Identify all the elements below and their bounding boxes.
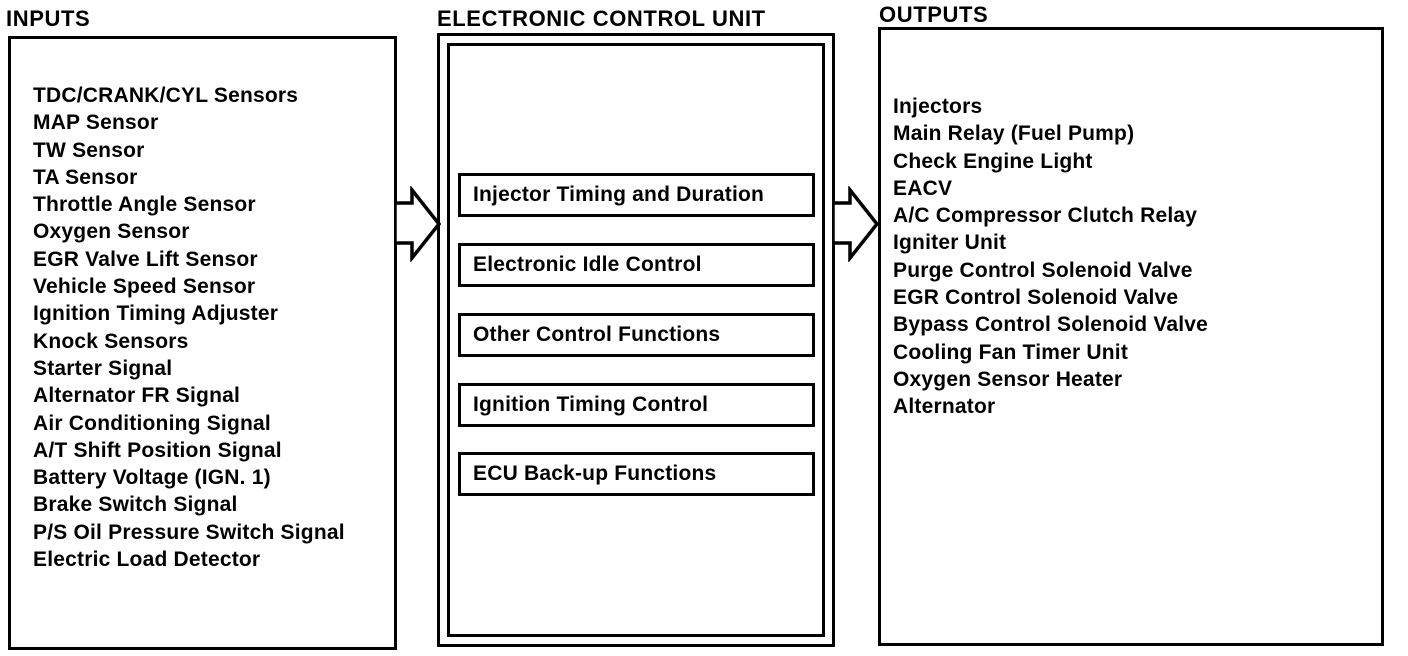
input-item: A/T Shift Position Signal — [33, 438, 282, 462]
output-item: Check Engine Light — [893, 149, 1093, 173]
output-item: EGR Control Solenoid Valve — [893, 286, 1179, 310]
output-item: Main Relay (Fuel Pump) — [893, 122, 1135, 146]
output-item: A/C Compressor Clutch Relay — [893, 204, 1198, 228]
ecu-function-box: Injector Timing and Duration — [458, 173, 815, 217]
input-item: P/S Oil Pressure Switch Signal — [33, 520, 345, 544]
outputs-box: Injectors Main Relay (Fuel Pump) Check E… — [878, 27, 1384, 646]
output-item: Oxygen Sensor Heater — [893, 367, 1123, 391]
input-item: Throttle Angle Sensor — [33, 193, 256, 217]
input-item: Starter Signal — [33, 356, 173, 380]
output-item: Cooling Fan Timer Unit — [893, 340, 1129, 364]
output-item: Alternator — [893, 395, 996, 419]
ecu-function-label: Injector Timing and Duration — [473, 183, 765, 206]
outputs-list: Injectors Main Relay (Fuel Pump) Check E… — [893, 93, 1381, 421]
input-to-ecu-arrow-icon — [394, 186, 442, 262]
output-item: Purge Control Solenoid Valve — [893, 258, 1193, 282]
input-item: Alternator FR Signal — [33, 384, 241, 408]
ecu-function-box: Ignition Timing Control — [458, 383, 815, 427]
input-item: Vehicle Speed Sensor — [33, 275, 256, 299]
ecu-function-box: Other Control Functions — [458, 313, 815, 357]
ecu-function-label: ECU Back-up Functions — [473, 462, 717, 485]
inputs-header: INPUTS — [6, 6, 91, 31]
input-item: Knock Sensors — [33, 329, 189, 353]
inputs-list: TDC/CRANK/CYL Sensors MAP Sensor TW Sens… — [33, 82, 394, 573]
ecu-function-box: Electronic Idle Control — [458, 243, 815, 287]
outputs-header: OUTPUTS — [879, 2, 989, 27]
ecu-header: ELECTRONIC CONTROL UNIT — [437, 6, 766, 31]
output-item: EACV — [893, 176, 953, 200]
input-item: TA Sensor — [33, 165, 138, 189]
output-item: Igniter Unit — [893, 231, 1007, 255]
output-item: Bypass Control Solenoid Valve — [893, 313, 1209, 337]
input-item: Ignition Timing Adjuster — [33, 302, 279, 326]
input-item: MAP Sensor — [33, 111, 159, 135]
input-item: Brake Switch Signal — [33, 493, 238, 517]
input-item: Oxygen Sensor — [33, 220, 190, 244]
input-item: Electric Load Detector — [33, 548, 261, 572]
input-item: Battery Voltage (IGN. 1) — [33, 466, 271, 490]
ecu-function-label: Ignition Timing Control — [473, 393, 709, 416]
ecu-function-label: Other Control Functions — [473, 323, 721, 346]
ecu-function-box: ECU Back-up Functions — [458, 452, 815, 496]
output-item: Injectors — [893, 95, 983, 118]
ecu-to-output-arrow-icon — [832, 186, 880, 262]
input-item: EGR Valve Lift Sensor — [33, 247, 258, 271]
input-item: Air Conditioning Signal — [33, 411, 271, 435]
inputs-box: TDC/CRANK/CYL Sensors MAP Sensor TW Sens… — [8, 36, 397, 650]
input-item: TDC/CRANK/CYL Sensors — [33, 84, 299, 107]
ecu-function-label: Electronic Idle Control — [473, 253, 702, 276]
input-item: TW Sensor — [33, 138, 145, 162]
